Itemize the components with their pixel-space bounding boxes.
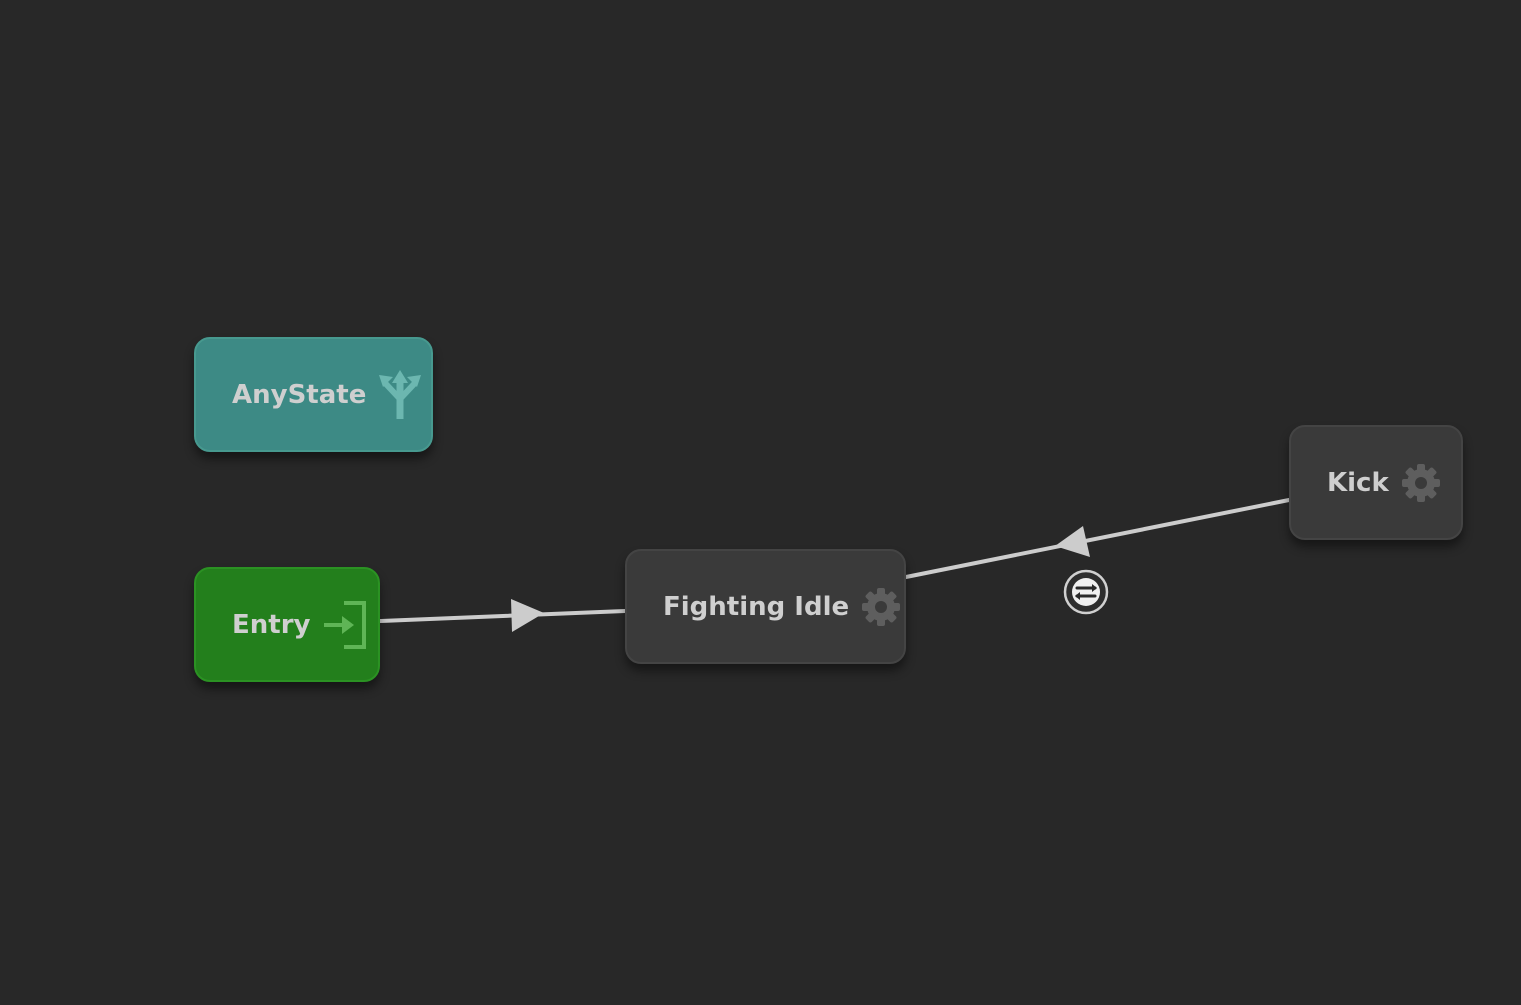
kick-node[interactable]: Kick — [1289, 425, 1463, 540]
transition-condition-icon[interactable] — [1063, 569, 1109, 615]
fighting-idle-label: Fighting Idle — [663, 591, 850, 622]
transition-entry-to-fighting-idle[interactable] — [378, 609, 627, 623]
transition-arrowhead — [1055, 526, 1090, 557]
anystate-label: AnyState — [232, 379, 367, 410]
entry-label: Entry — [232, 609, 311, 640]
branch-arrows-icon — [378, 369, 422, 421]
enter-icon — [322, 600, 368, 649]
kick-label: Kick — [1327, 467, 1389, 498]
entry-node[interactable]: Entry — [194, 567, 380, 682]
gear-icon — [1401, 463, 1441, 503]
fighting-idle-node[interactable]: Fighting Idle — [625, 549, 906, 664]
transition-arrowhead — [511, 599, 544, 632]
transition-kick-to-fighting-idle[interactable] — [904, 498, 1291, 579]
anystate-node[interactable]: AnyState — [194, 337, 433, 452]
gear-icon — [861, 587, 901, 627]
